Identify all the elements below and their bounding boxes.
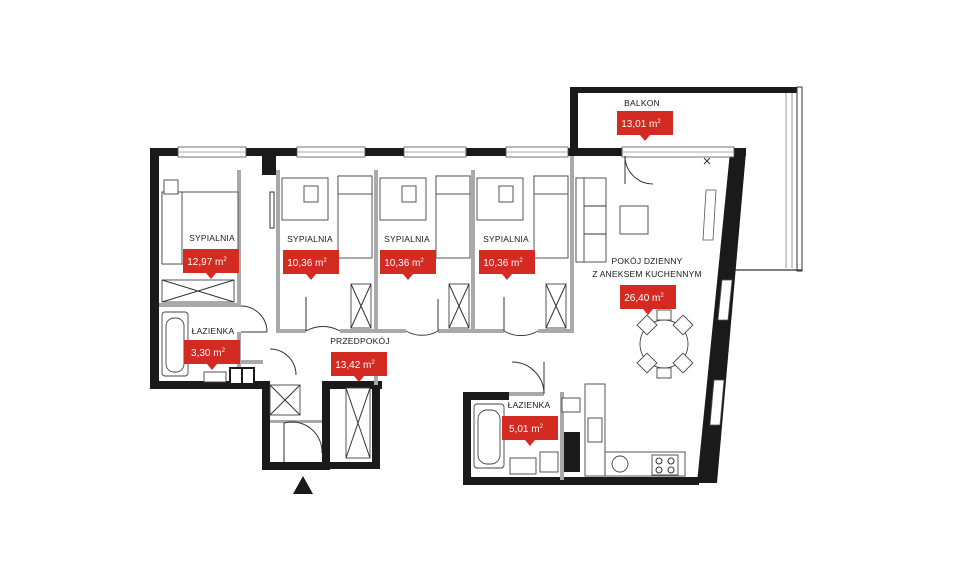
room-name: PRZEDPOKÓJ [330, 336, 390, 346]
room-lazienka-2: ŁAZIENKA 5,01 m2 [502, 400, 558, 446]
furniture [161, 175, 694, 477]
area-badge [331, 352, 387, 376]
room-name: ŁAZIENKA [508, 400, 551, 410]
room-name: SYPIALNIA [483, 234, 529, 244]
area-value: 13,42 m [335, 360, 371, 371]
svg-text:3,30 m2: 3,30 m2 [191, 348, 226, 359]
room-pokoj-dzienny: POKÓJ DZIENNY Z ANEKSEM KUCHENNYM 26,40 … [592, 256, 702, 315]
area-unit-sup: 2 [657, 119, 661, 125]
area-value: 12,97 m [187, 257, 223, 268]
area-badge [283, 250, 339, 274]
area-value: 5,01 m [509, 424, 540, 435]
area-unit-sup: 2 [540, 424, 544, 430]
room-przedpokoj: PRZEDPOKÓJ 13,42 m2 [330, 336, 390, 382]
area-badge [184, 340, 240, 364]
room-name: SYPIALNIA [189, 233, 235, 243]
doors [240, 155, 654, 462]
area-value: 10,36 m [483, 258, 519, 269]
area-unit-sup: 2 [323, 258, 327, 264]
area-unit-sup: 2 [223, 257, 227, 263]
svg-text:12,97 m2: 12,97 m2 [187, 257, 227, 268]
area-value: 10,36 m [287, 258, 323, 269]
area-value: 10,36 m [384, 258, 420, 269]
area-badge [479, 250, 535, 274]
entrance-arrow-icon [293, 476, 313, 494]
svg-text:26,40 m2: 26,40 m2 [624, 293, 664, 304]
svg-text:13,01 m2: 13,01 m2 [621, 119, 661, 130]
svg-text:10,36 m2: 10,36 m2 [483, 258, 523, 269]
area-badge [502, 416, 558, 440]
room-sypialnia-4: SYPIALNIA 10,36 m2 [479, 234, 535, 280]
area-unit-sup: 2 [420, 258, 424, 264]
room-balkon: BALKON 13,01 m2 [617, 98, 673, 141]
x-mark-icon [703, 157, 711, 165]
room-name: ŁAZIENKA [192, 326, 235, 336]
area-unit-sup: 2 [519, 258, 523, 264]
area-unit-sup: 2 [222, 348, 226, 354]
area-unit-sup: 2 [371, 360, 375, 366]
area-badge [183, 249, 239, 273]
balcony [570, 86, 803, 272]
svg-text:5,01 m2: 5,01 m2 [509, 424, 544, 435]
area-value: 3,30 m [191, 348, 222, 359]
svg-text:10,36 m2: 10,36 m2 [287, 258, 327, 269]
room-sypialnia-3: SYPIALNIA 10,36 m2 [380, 234, 436, 280]
room-name-line-2: Z ANEKSEM KUCHENNYM [592, 269, 702, 279]
partitions [159, 155, 574, 480]
area-value: 13,01 m [621, 119, 657, 130]
area-badge [620, 285, 676, 309]
area-badge [380, 250, 436, 274]
room-sypialnia-2: SYPIALNIA 10,36 m2 [283, 234, 339, 280]
room-name-line-1: POKÓJ DZIENNY [611, 256, 682, 266]
room-name: BALKON [624, 98, 660, 108]
room-name: SYPIALNIA [287, 234, 333, 244]
svg-text:13,42 m2: 13,42 m2 [335, 360, 375, 371]
area-badge [617, 111, 673, 135]
area-value: 26,40 m [624, 293, 660, 304]
windows [177, 146, 735, 426]
svg-text:10,36 m2: 10,36 m2 [384, 258, 424, 269]
room-lazienka-1: ŁAZIENKA 3,30 m2 [184, 326, 240, 370]
room-name: SYPIALNIA [384, 234, 430, 244]
room-sypialnia-1: SYPIALNIA 12,97 m2 [183, 233, 239, 279]
area-unit-sup: 2 [660, 293, 664, 299]
